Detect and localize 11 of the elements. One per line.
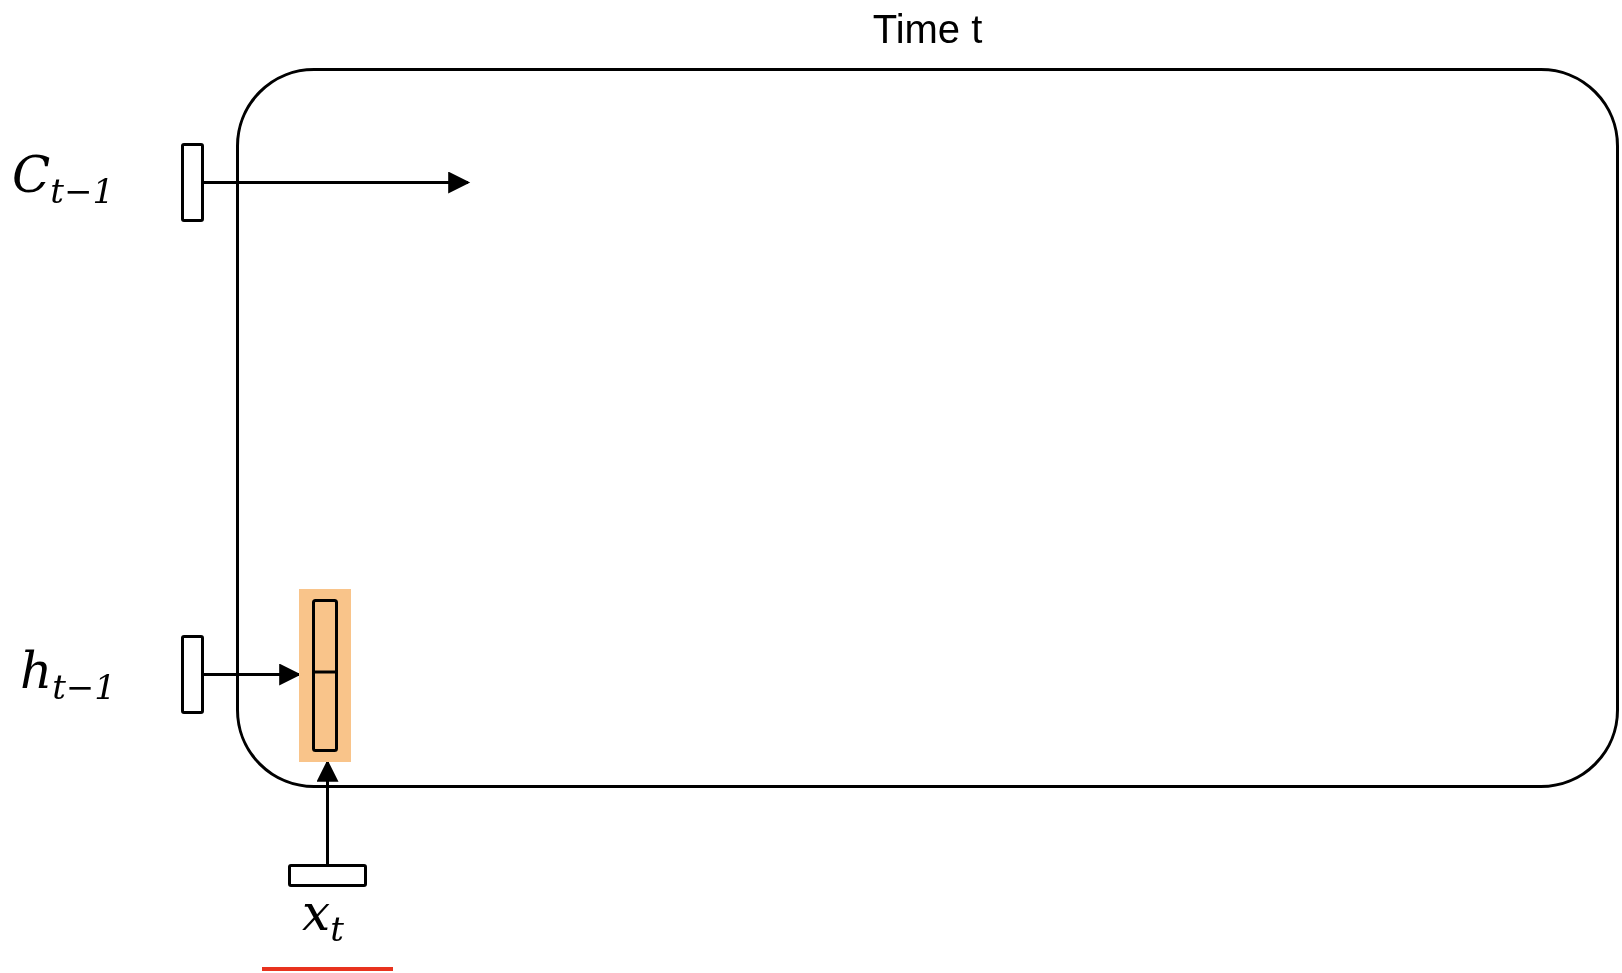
math-label: h$_{t−1}$ xyxy=(20,646,116,704)
box-title: Time t xyxy=(872,9,983,49)
vector-bar xyxy=(181,635,204,714)
arrow xyxy=(204,663,302,686)
arrow xyxy=(204,171,471,194)
vector-bar xyxy=(288,864,367,887)
math-label: C$_{t−1}$ xyxy=(12,150,115,208)
math-label: x$_{t}$ xyxy=(302,888,344,946)
highlighted-vector xyxy=(299,589,351,762)
arrow xyxy=(316,759,339,864)
vector-bar xyxy=(181,143,204,222)
